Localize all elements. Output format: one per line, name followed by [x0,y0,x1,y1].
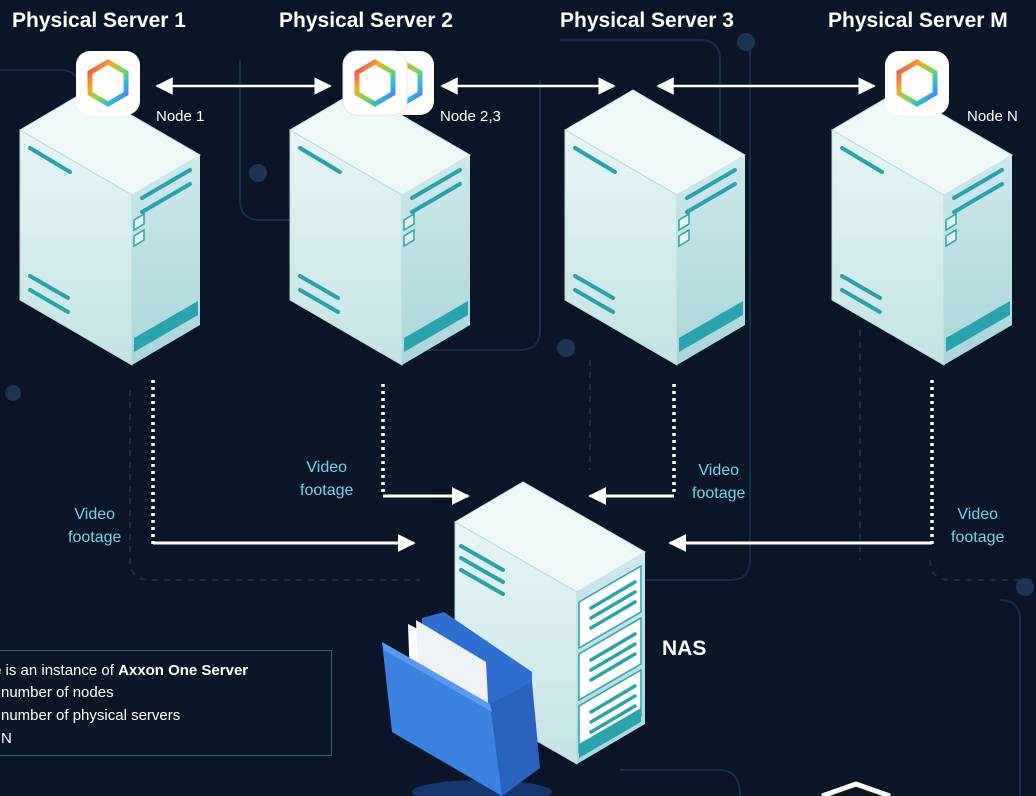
background-dots [5,33,1034,596]
legend-line-2: number of nodes [1,684,114,701]
server-title-m: Physical Server M [828,9,1008,32]
legend-line-3: number of physical servers [1,707,181,724]
server-title-2: Physical Server 2 [279,9,453,32]
nas-label: NAS [662,637,707,660]
legend-box: e is an instance of Axxon One Server num… [0,650,332,756]
nas-icon [454,481,646,765]
axxon-hexagon-icon [342,50,408,116]
server-title-3: Physical Server 3 [560,9,734,32]
video-footage-arrows [153,487,932,552]
logo-fragment [821,781,891,796]
physical-server-m [831,89,1013,366]
axxon-hexagon-icon [885,51,949,115]
folder-icon [382,612,552,796]
legend-line-4: N [1,730,12,747]
axxon-hexagon-icon [76,51,140,115]
physical-server-3 [564,89,746,366]
node-label-2: Node 2,3 [440,108,501,125]
node-label-n: Node N [967,108,1018,125]
video-footage-dotted-lines [151,380,934,544]
legend-line-1: e is an instance of Axxon One Server [0,662,249,679]
physical-server-1 [19,89,201,366]
server-title-1: Physical Server 1 [12,9,186,32]
node-label-1: Node 1 [156,108,205,125]
physical-server-2 [289,89,471,366]
